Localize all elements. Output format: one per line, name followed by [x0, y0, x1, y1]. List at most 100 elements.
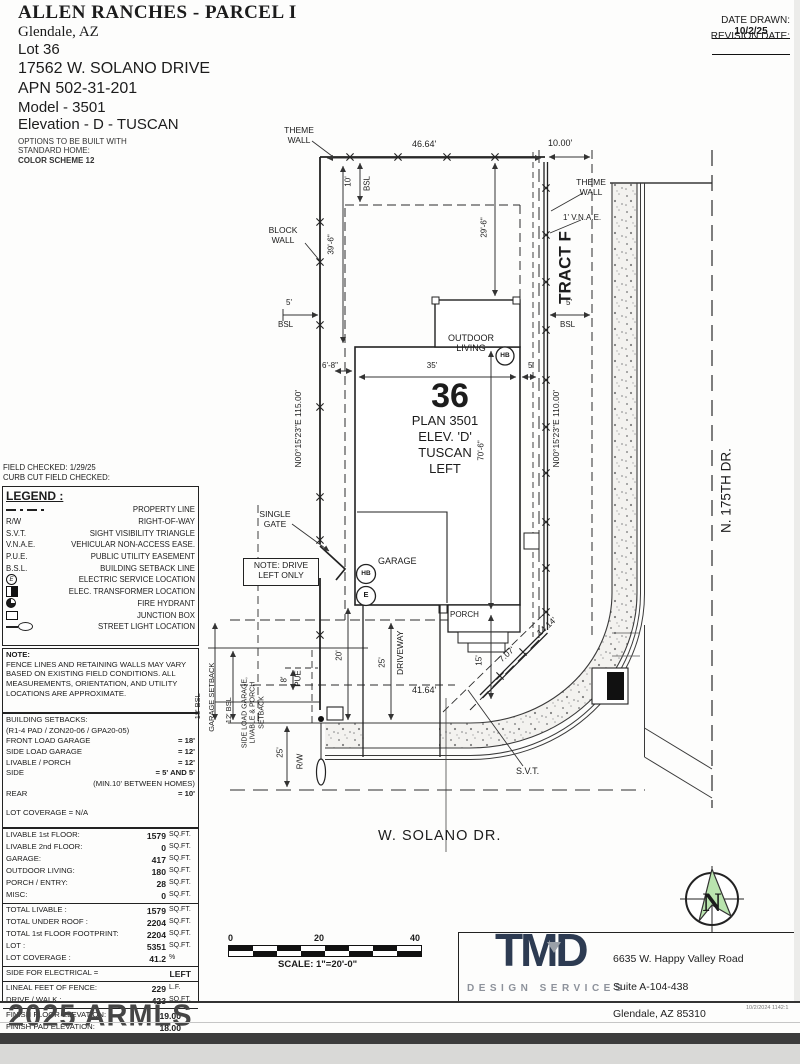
transformer-icon [6, 586, 18, 598]
fire-hydrant-icon [6, 598, 16, 609]
solano-street-label: W. SOLANO DR. [378, 828, 502, 844]
electric-service-icon: E [6, 574, 17, 586]
legend-row: V.N.A.E.VEHICULAR NON-ACCESS EASE. [6, 540, 195, 550]
plan-tuscan: TUSCAN [418, 445, 472, 460]
site-address: 17562 W. SOLANO DRIVE [18, 60, 211, 77]
legend-row: B.S.L.BUILDING SETBACK LINE [6, 563, 195, 573]
junction-box-icon [6, 610, 18, 620]
color-scheme: COLOR SCHEME 12 [18, 156, 95, 165]
dim-5-house: 5' [528, 361, 534, 370]
dim-25-driveway: 25' [377, 657, 387, 668]
garage-hb-label: HB [361, 570, 371, 577]
revision-date-value [712, 42, 790, 55]
firm-tagline: DESIGN SERVICES [467, 983, 627, 994]
area-row: FINISH PAD ELEVATION:18.00 [6, 1022, 181, 1034]
plan-left: LEFT [429, 461, 461, 476]
vnae-label: 1' V.N.A.E. [563, 213, 602, 222]
options-line1: OPTIONS TO BE BUILT WITH [18, 137, 127, 146]
legend-title: LEGEND : [6, 489, 64, 503]
garage-setback-label: GARAGE SETBACK [206, 662, 216, 732]
area-row: FINISH FLOOR ELEVATION:19.00 [6, 1010, 181, 1022]
bearing-left: N00°15'23"E 115.00' [293, 389, 304, 468]
footer-dark-bar [0, 1033, 800, 1044]
dim-8: 8' [279, 676, 289, 683]
curb-cut-checked: CURB CUT FIELD CHECKED: [3, 473, 110, 482]
footer-gray-area [0, 1044, 800, 1064]
street-light-icon [6, 625, 18, 628]
page-right-edge [794, 0, 800, 1001]
dim-15: 15' [474, 655, 484, 666]
setbacks-box: BUILDING SETBACKS: (R1-4 PAD / ZON20-06 … [2, 713, 199, 828]
print-timestamp: 10/2/2024 1142:1 [746, 1005, 789, 1011]
svt-label: S.V.T. [516, 766, 540, 776]
armls-watermark: 2025 ARMLS [8, 999, 193, 1033]
electrical-side-row: SIDE FOR ELECTRICAL =LEFT [6, 968, 191, 980]
date-drawn-value: 10/2/25 [712, 26, 790, 39]
lot-number-plan: 36 [431, 377, 469, 415]
options-line2: STANDARD HOME: [18, 146, 90, 155]
north-arrow-n: N [702, 888, 722, 917]
plan-elev: ELEV. 'D' [418, 429, 472, 444]
dim-25-rw: 25' [275, 747, 285, 758]
project-title: ALLEN RANCHES - PARCEL I [18, 2, 297, 23]
lot-coverage-note: LOT COVERAGE = N/A [6, 808, 89, 817]
dim-35: 35' [426, 361, 438, 370]
single-gate-label: SINGLE GATE [259, 509, 291, 529]
property-line-icon [6, 508, 44, 511]
bearing-right: N00°15'23"E 110.00' [551, 389, 562, 468]
dim-10-00: 10.00' [548, 138, 573, 148]
legend-row: P.U.E.PUBLIC UTILITY EASEMENT [6, 552, 195, 562]
dim-5-left: 5' [286, 298, 292, 307]
setbacks-zoning: (R1-4 PAD / ZON20-06 / GPA20-05) [6, 725, 130, 735]
side-load-setback-label: SIDE LOAD GARAGE, LIVABLE & PORCH SETBAC… [241, 676, 266, 749]
dim-5-right: 5' [566, 298, 572, 307]
driveway-label: DRIVEWAY [395, 630, 406, 675]
field-checked: FIELD CHECKED: 1/29/25 [3, 463, 96, 472]
dim-39-6: 39'-6" [326, 234, 336, 255]
firm-block: TMD DESIGN SERVICES 6635 W. Happy Valley… [458, 924, 800, 1048]
bsl-12-label: 12' BSL [223, 697, 233, 724]
setback-row: SIDE LOAD GARAGE= 12' [6, 746, 195, 756]
scale-text: SCALE: 1"=20'-0" [278, 959, 358, 970]
apn: APN 502-31-201 [18, 80, 138, 97]
dim-70-6: 70'-6" [476, 440, 486, 461]
dim-41-64: 41.64' [412, 685, 437, 695]
theme-wall-label: THEME WALL [284, 125, 314, 145]
outdoor-living-label: OUTDOOR LIVING [448, 333, 494, 354]
scale-40: 40 [410, 933, 421, 943]
dim-6-8: 6'-8" [322, 361, 338, 370]
porch-label: PORCH [450, 610, 479, 619]
bsl-right-label: BSL [560, 320, 576, 329]
electric-service-label: E [363, 590, 369, 599]
bsl-label: BSL [362, 175, 372, 192]
scale-bar: 0 20 40 SCALE: 1"=20'-0" [228, 933, 428, 971]
area-row: LOT COVERAGE :41.2% [6, 953, 176, 965]
setback-row: FRONT LOAD GARAGE= 18' [6, 736, 195, 746]
dim-29-6: 29'-6" [479, 217, 489, 238]
scale-20: 20 [314, 933, 325, 943]
block-wall-label: BLOCK WALL [268, 225, 298, 245]
legend-row: ELEC. TRANSFORMER LOCATION [3, 586, 198, 598]
scale-bar-graphic [228, 945, 422, 957]
setback-row: SIDE= 5' AND 5' [6, 768, 195, 778]
revision-date-row: REVISION DATE: [560, 20, 790, 55]
note-body: FENCE LINES AND RETAINING WALLS MAY VARY… [6, 659, 186, 698]
legend-row: FIRE HYDRANT [3, 598, 198, 610]
garage-label: GARAGE [378, 556, 417, 566]
note-title: NOTE: [6, 650, 30, 659]
dim-10: 10' [343, 176, 353, 187]
date-drawn-label: DATE DRAWN: [721, 15, 790, 27]
